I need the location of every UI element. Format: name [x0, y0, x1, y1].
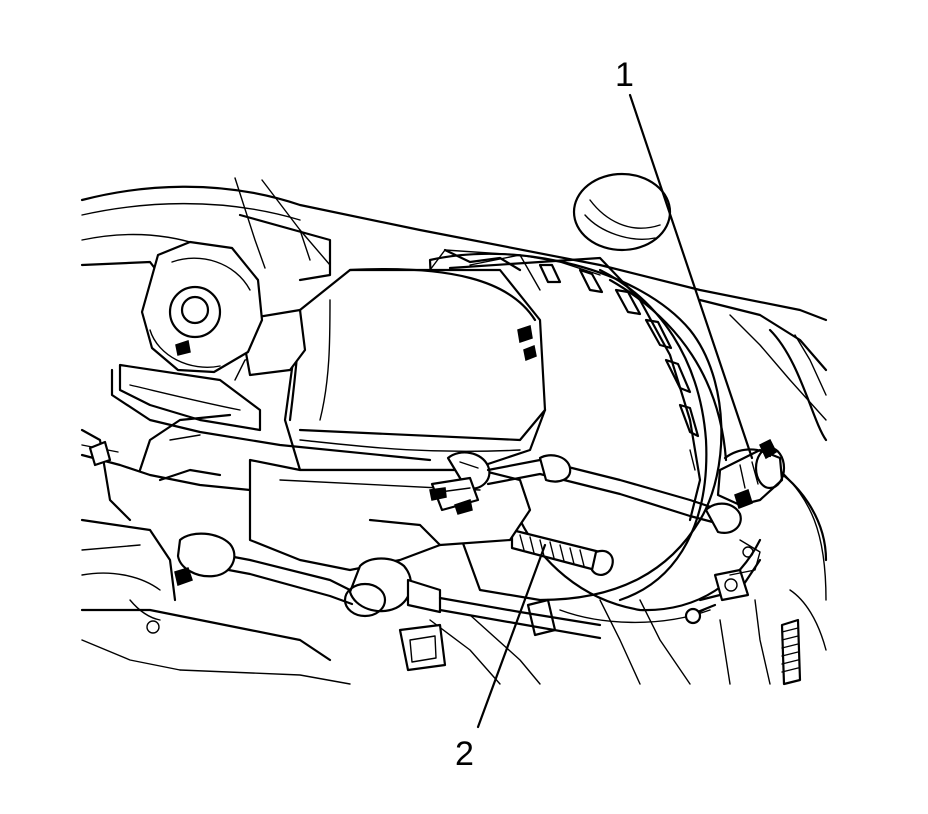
callout-2: 2 — [455, 735, 474, 773]
body-panel-background — [80, 177, 828, 685]
brake-fluid-reservoir — [140, 240, 547, 472]
spring-clip — [780, 618, 802, 686]
vacuum-hose-check-valve — [704, 438, 786, 576]
leader-line-1 — [628, 93, 754, 460]
reservoir-bracket — [80, 363, 432, 492]
master-cylinder — [174, 451, 722, 640]
leader-line-2 — [476, 543, 547, 729]
callout-1: 1 — [615, 56, 634, 94]
booster-stud-bolt — [510, 528, 614, 576]
access-plug — [572, 172, 672, 252]
